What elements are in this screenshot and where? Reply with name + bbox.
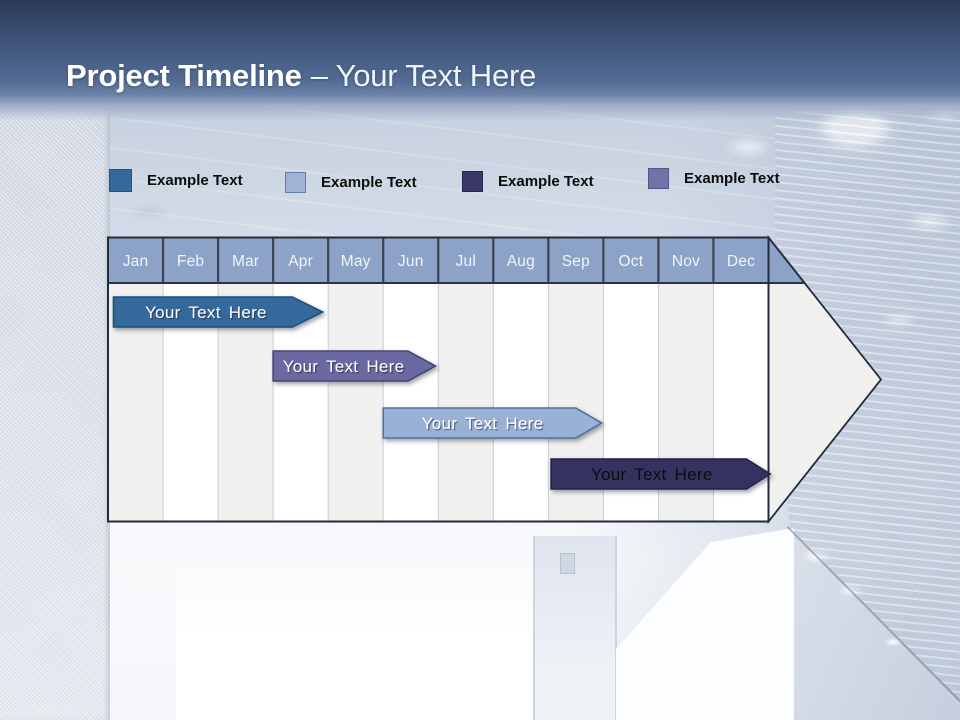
timeline-month-label: Nov xyxy=(672,253,700,270)
timeline-chart: Jan Feb Mar Apr May Jun Jul Aug Sep Oct Nov DecYour… xyxy=(107,234,883,525)
timeline-column xyxy=(493,283,549,522)
svg-text:Your Text Here: Your Text Here xyxy=(423,415,545,434)
elevator-door xyxy=(533,536,617,720)
title-suffix: – Your Text Here xyxy=(310,58,537,93)
svg-text:Your Text Here: Your Text Here xyxy=(146,304,268,323)
timeline-month-label: Jan xyxy=(123,253,149,270)
timeline-month-label: Apr xyxy=(288,253,313,270)
door-sign xyxy=(560,553,575,574)
timeline-month-label: Oct xyxy=(619,253,644,270)
page-title: Project Timeline– Your Text Here xyxy=(66,58,537,93)
timeline-month-label: Aug xyxy=(507,253,535,270)
timeline-bar: Your Text Here xyxy=(550,458,772,490)
timeline-bar-label: Your Text Here xyxy=(422,414,544,433)
title-emphasis: Project Timeline xyxy=(66,58,302,93)
title-band: Project Timeline– Your Text Here xyxy=(0,0,960,122)
timeline-month-label: Dec xyxy=(727,253,755,270)
timeline-month-label: Feb xyxy=(177,253,204,270)
timeline-bar-label: Your Text Here xyxy=(145,303,267,322)
timeline-column xyxy=(383,283,439,522)
timeline-bar-label: Your Text Here xyxy=(591,465,713,484)
svg-text:Your Text Here: Your Text Here xyxy=(284,358,406,377)
wall-panel-left xyxy=(176,532,534,720)
timeline-month-label: May xyxy=(341,253,371,270)
timeline-month-label: Mar xyxy=(232,253,259,270)
left-wall xyxy=(0,98,110,720)
timeline-month-label: Jun xyxy=(398,253,424,270)
timeline-month-label: Jul xyxy=(456,253,476,270)
timeline-bar-label: Your Text Here xyxy=(283,357,405,376)
timeline-month-label: Sep xyxy=(562,253,590,270)
